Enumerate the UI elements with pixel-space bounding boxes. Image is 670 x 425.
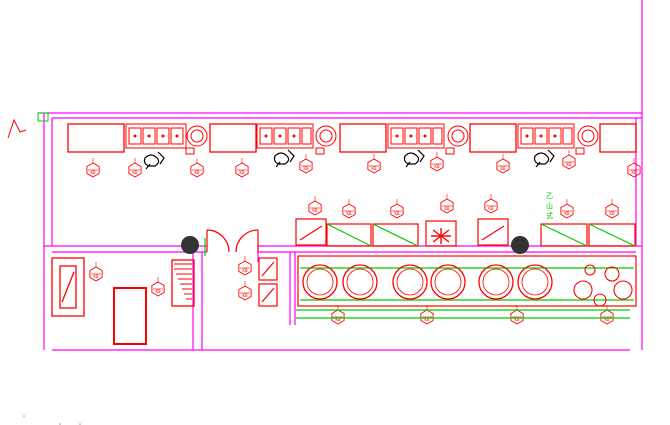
- svg-text:KB: KB: [242, 293, 248, 298]
- equipment-tag-icon: KB: [430, 152, 444, 172]
- svg-text:KB: KB: [312, 208, 318, 213]
- equipment-tag-icon: KB: [308, 196, 322, 216]
- burner-icon: [573, 280, 593, 300]
- burner-icon: [302, 264, 633, 307]
- equipment-tag-icon: KB: [562, 150, 576, 170]
- burner-icon: [584, 264, 596, 276]
- equipment-tag-icon: KB: [238, 281, 252, 301]
- equipment-tag-icon: KB: [151, 277, 165, 297]
- svg-text:山: 山: [546, 201, 553, 210]
- equipment-tag-icon: KB: [484, 194, 498, 214]
- burner-icon: [342, 264, 378, 300]
- equipment-tag-icon: KB: [238, 256, 252, 276]
- equipment-tag-icon: KB: [89, 262, 103, 282]
- equipment-tag-icon: KB: [627, 158, 641, 178]
- svg-text:KB: KB: [631, 170, 637, 175]
- green-note: 乙 山 式: [546, 192, 553, 220]
- equipment-tag-icon: KB: [235, 158, 249, 178]
- burner-icon: [604, 266, 620, 282]
- equipment-tag-icon: KB: [390, 199, 404, 219]
- walls: [38, 0, 643, 351]
- equipment-tag-icon: KB: [190, 158, 204, 178]
- svg-text:KB: KB: [303, 166, 309, 171]
- svg-text:式: 式: [546, 211, 553, 220]
- top-equipment-groups: [125, 123, 599, 149]
- equipment-tag-icon: KB: [299, 154, 313, 174]
- equipment-tag-icon: KB: [600, 305, 614, 325]
- equipment-tag-icon: KB: [496, 154, 510, 174]
- svg-text:KB: KB: [93, 274, 99, 279]
- equipment-tag-icon: KB: [342, 199, 356, 219]
- window-symbol: [7, 118, 27, 139]
- stair-hatch: [174, 263, 192, 300]
- faucet-icon: [143, 149, 555, 170]
- svg-text:KB: KB: [90, 170, 96, 175]
- equipment-tag-icon: KB: [331, 305, 345, 325]
- corner-marker: [37, 112, 49, 122]
- equipment-tag-icon: KB KB KB KB KB KB KB KB KB KB KB KB KB KB KB KB KB KB KB KB…: [86, 150, 641, 325]
- equipment-tag-icon: KB: [510, 305, 524, 325]
- burner-icon: [430, 264, 466, 300]
- burner-icon: [478, 264, 514, 300]
- equipment-tag-icon: KB: [86, 158, 100, 178]
- burner-icon: [613, 280, 633, 300]
- svg-text:乙: 乙: [546, 192, 553, 200]
- svg-text:KB: KB: [155, 289, 161, 294]
- svg-text:KB: KB: [604, 317, 610, 322]
- equipment-tag-icon: KB: [128, 158, 142, 178]
- svg-text:KB: KB: [566, 162, 572, 167]
- burner-icon: [517, 264, 553, 300]
- equipment-tag-icon: KB: [440, 194, 454, 214]
- svg-text:KB: KB: [514, 317, 520, 322]
- svg-text:KB: KB: [346, 211, 352, 216]
- svg-text:KB: KB: [488, 206, 494, 211]
- svg-text:KB: KB: [444, 206, 450, 211]
- svg-text:KB: KB: [564, 211, 570, 216]
- burner-icon: [392, 264, 428, 300]
- equipment-tag-icon: KB: [367, 154, 381, 174]
- burner-icon: [302, 264, 338, 300]
- svg-text:KB: KB: [609, 211, 615, 216]
- exhaust-fan-icon: [431, 228, 451, 244]
- svg-text:KB: KB: [194, 170, 200, 175]
- equipment-tag-icon: KB: [560, 199, 574, 219]
- column-icon: [181, 236, 529, 254]
- svg-text:KB: KB: [394, 211, 400, 216]
- middle-counter-row: [295, 218, 636, 247]
- burner-range: [296, 255, 637, 319]
- top-counter-row: [67, 123, 637, 153]
- wall-cabinets: [258, 257, 278, 307]
- svg-text:KB: KB: [424, 317, 430, 322]
- svg-text:KB: KB: [242, 268, 248, 273]
- equipment-tag-icon: KB: [605, 199, 619, 219]
- svg-text:KB: KB: [239, 170, 245, 175]
- svg-text:KB: KB: [335, 317, 341, 322]
- svg-text:KB: KB: [132, 170, 138, 175]
- left-room-equipment: [51, 257, 195, 345]
- svg-text:KB: KB: [371, 166, 377, 171]
- equipment-tag-icon: KB: [420, 305, 434, 325]
- svg-text:KB: KB: [500, 166, 506, 171]
- burner-icon: [593, 293, 607, 307]
- svg-text:KB: KB: [434, 164, 440, 169]
- door-swing-icon: [206, 229, 259, 253]
